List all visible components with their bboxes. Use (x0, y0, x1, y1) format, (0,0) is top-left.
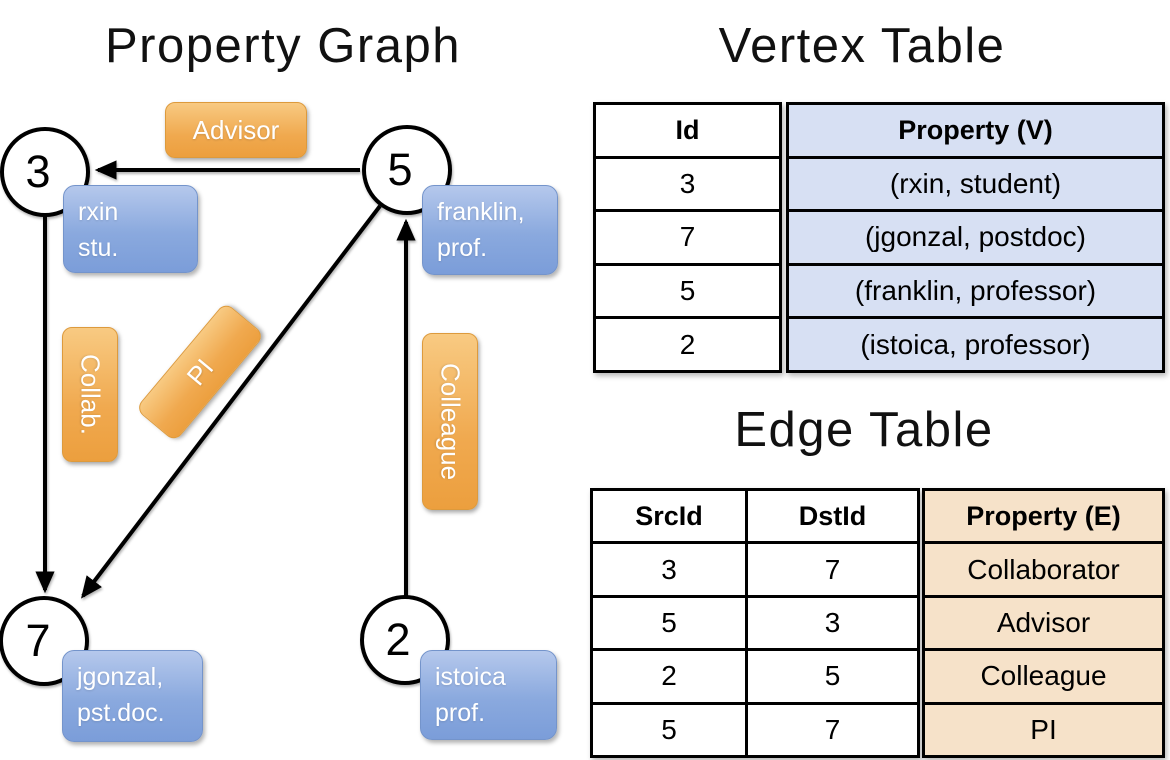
edge-label-collab: Collab. (62, 327, 118, 462)
vertex-table-id-cell: 3 (596, 155, 779, 210)
edge-table-srcid-cell: 5 (661, 607, 677, 639)
property-graph-title: Property Graph (105, 19, 461, 73)
edge-table-dstid-header: DstId (745, 491, 917, 542)
edge-table-id-header-row: SrcId DstId (593, 491, 917, 542)
vertex-prop-box-3: rxin stu. (63, 185, 198, 273)
vertex-table-id-cell: 2 (596, 316, 779, 370)
vertex-prop-box-3-line2: stu. (78, 233, 119, 262)
edge-table-property-column: Property (E) Collaborator Advisor Collea… (922, 488, 1165, 758)
vertex-prop-box-2-line1: istoica (435, 663, 506, 691)
vertex-table-property-cell: (rxin, student) (789, 155, 1162, 210)
vertex-table-property-cell: (franklin, professor) (789, 262, 1162, 317)
edge-table-id-row: 5 3 (593, 594, 917, 649)
edge-table-property-header: Property (E) (966, 500, 1121, 531)
edge-table-dstid-cell: 7 (745, 704, 917, 756)
edge-label-colleague: Colleague (422, 333, 478, 510)
edge-table-property-cell: Collaborator (925, 541, 1162, 594)
edge-table-dstid-cell: 7 (745, 544, 917, 595)
edge-table-id-row: 5 7 (593, 701, 917, 756)
vertex-table-id-header: Id (675, 114, 700, 145)
vertex-table-id-column: Id 3 7 5 2 (593, 102, 782, 373)
vertex-prop-box-2: istoica prof. (420, 650, 557, 740)
vertex-table-id-cell: 5 (596, 262, 779, 317)
edge-table-dstid-cell: 5 (745, 651, 917, 702)
edge-table-srcid-cell: 2 (661, 660, 677, 692)
vertex-table-property-column: Property (V) (rxin, student) (jgonzal, p… (786, 102, 1165, 373)
vertex-prop-box-7: jgonzal, pst.doc. (62, 650, 203, 742)
vertex-table-title: Vertex Table (718, 19, 1006, 73)
vertex-prop-box-5-line1: franklin, (437, 198, 525, 226)
edge-table-srcid-cell: 3 (661, 553, 677, 585)
edge-table-id-row: 3 7 (593, 541, 917, 595)
vertex-prop-box-3-line1: rxin (78, 198, 119, 226)
vertex-prop-box-5-line2: prof. (437, 233, 488, 262)
vertex-table-property-header: Property (V) (898, 114, 1053, 145)
edge-table-id-columns: SrcId DstId 3 7 5 3 2 5 5 7 (590, 488, 920, 758)
edge-table-property-cell: PI (925, 701, 1162, 755)
vertex-table-property-cell: (jgonzal, postdoc) (789, 209, 1162, 263)
edge-label-advisor: Advisor (165, 102, 307, 158)
edge-table-property-cell: Colleague (925, 648, 1162, 701)
vertex-table-id-cell: 7 (596, 209, 779, 263)
vertex-table-property-cell: (istoica, professor) (789, 316, 1162, 370)
vertex-prop-box-5: franklin, prof. (422, 185, 558, 275)
edge-table-title: Edge Table (734, 403, 994, 457)
edge-table-id-row: 2 5 (593, 648, 917, 702)
edge-table-srcid-cell: 5 (661, 713, 677, 745)
vertex-prop-box-7-line2: pst.doc. (77, 698, 165, 727)
vertex-prop-box-2-line2: prof. (435, 698, 486, 727)
edge-line-pi-5-to-7 (81, 204, 382, 599)
edge-table-srcid-header: SrcId (635, 500, 703, 531)
edge-table-dstid-cell: 3 (745, 597, 917, 649)
vertex-prop-box-7-line1: jgonzal, (77, 663, 164, 691)
edge-table-property-cell: Advisor (925, 594, 1162, 648)
